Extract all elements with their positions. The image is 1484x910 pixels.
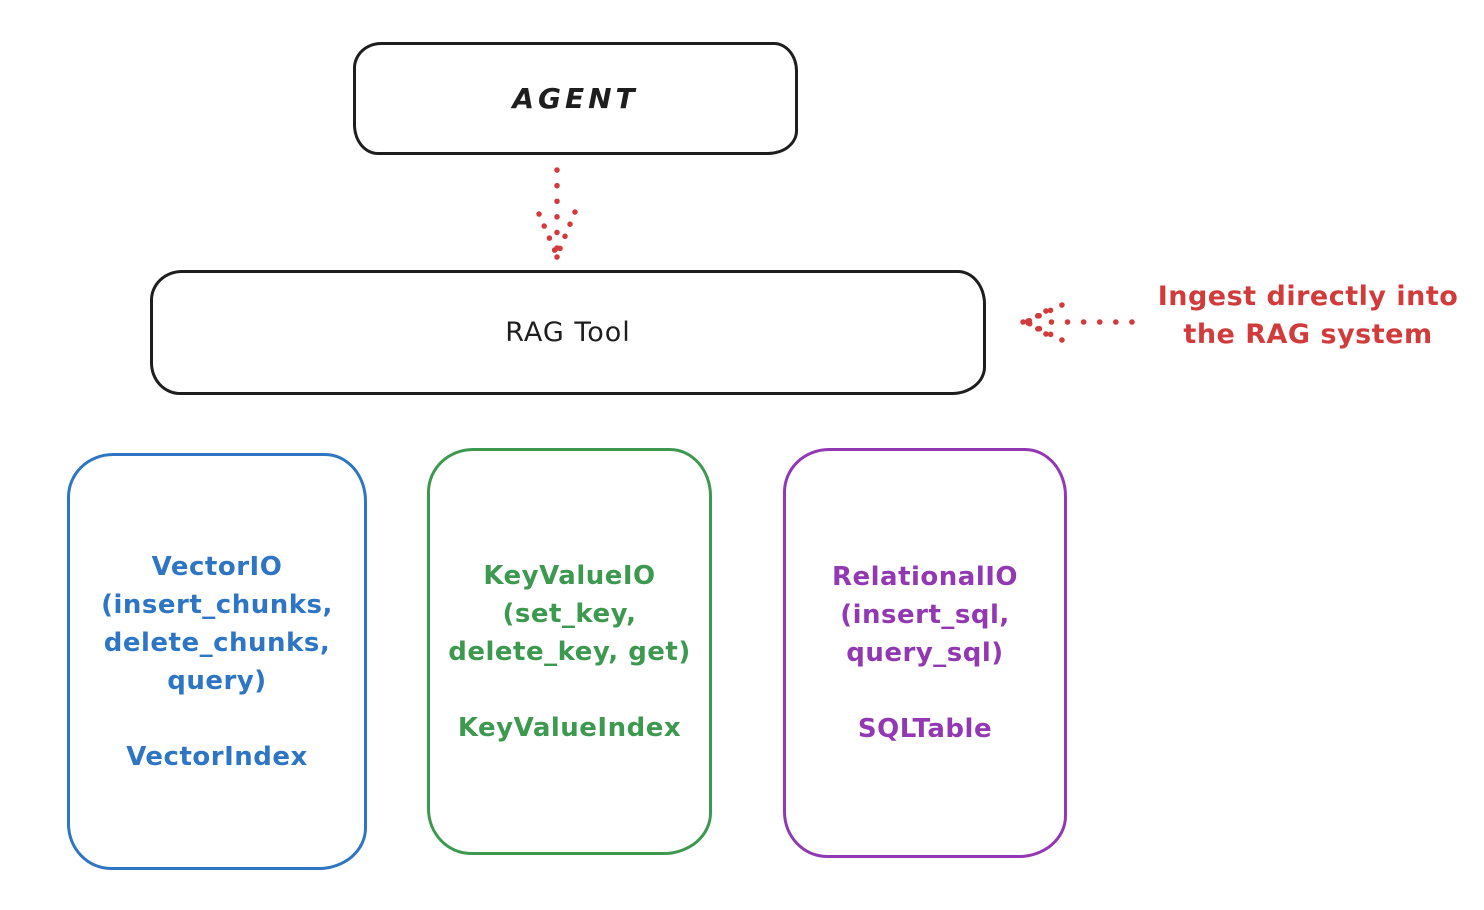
relational-io-line: query_sql) [846,638,1004,668]
keyvalue-index-label: KeyValueIndex [457,712,682,743]
ingest-arrow [1020,302,1135,343]
agent-to-rag-arrow [536,167,578,260]
ingest-annotation-line2: the RAG system [1183,319,1433,350]
vector-io-line: query) [167,665,267,696]
sql-table-label: SQLTable [857,714,993,744]
vector-io-line: delete_chunks, [103,627,331,658]
keyvalue-io-line: KeyValueIO [483,560,656,591]
relational-io-line: (insert_sql, [840,600,1010,630]
vector-io-line: (insert_chunks, [101,589,333,620]
ingest-annotation: Ingest directly into the RAG system [1138,278,1478,354]
keyvalue-io-box: KeyValueIO (set_key, delete_key, get) Ke… [427,448,712,855]
keyvalue-io-line: (set_key, [502,598,637,629]
vector-io-box: VectorIO (insert_chunks, delete_chunks, … [67,453,367,870]
vector-io-line: VectorIO [151,551,283,582]
relational-io-box: RelationalIO (insert_sql, query_sql) SQL… [783,448,1067,858]
agent-box: AGENT [353,42,798,155]
rag-tool-box-label: RAG Tool [505,317,631,348]
ingest-annotation-line1: Ingest directly into [1157,281,1459,312]
vector-index-label: VectorIndex [126,741,308,772]
relational-io-line: RelationalIO [831,562,1019,592]
keyvalue-io-line: delete_key, get) [448,636,691,667]
rag-tool-box: RAG Tool [150,270,986,395]
agent-box-label: AGENT [512,82,639,115]
